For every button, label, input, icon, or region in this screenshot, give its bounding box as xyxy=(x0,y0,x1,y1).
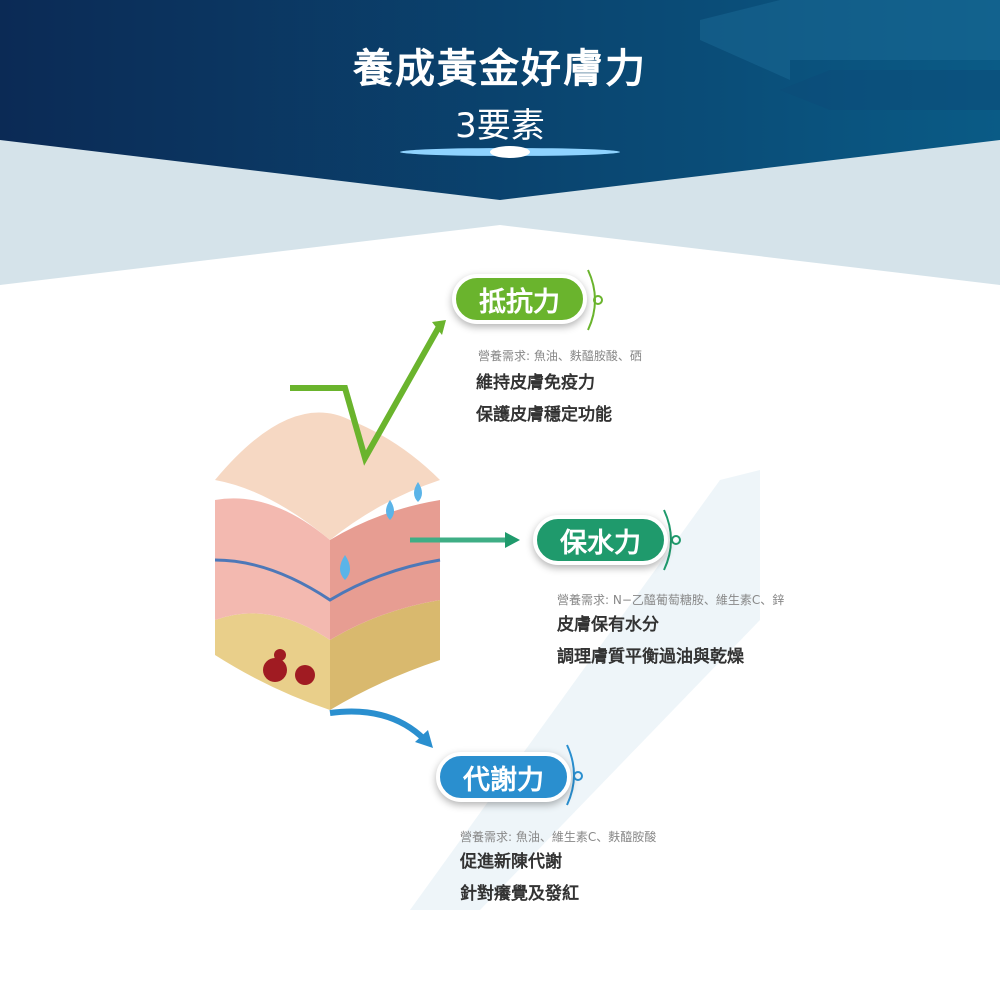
desc-resistance: 維持皮膚免疫力保護皮膚穩定功能 xyxy=(476,367,612,431)
needs-resistance: 營養需求: 魚油、麩醯胺酸、硒 xyxy=(478,349,642,363)
needs-metabolism: 營養需求: 魚油、維生素C、麩醯胺酸 xyxy=(460,830,657,844)
badge-hydration: 保水力 xyxy=(533,515,668,565)
skin-layers-icon xyxy=(214,412,441,710)
page-subtitle: 3要素 xyxy=(455,106,545,146)
curve-arrow-icon xyxy=(329,708,428,743)
page-title: 養成黃金好膚力 xyxy=(353,46,647,92)
desc-line: 皮膚保有水分 xyxy=(557,615,659,635)
badge-resistance: 抵抗力 xyxy=(452,274,587,324)
desc-line: 調理膚質平衡過油與乾燥 xyxy=(557,647,744,667)
badge-metabolism: 代謝力 xyxy=(436,752,571,802)
needs-hydration: 營養需求: N−乙醯葡萄糖胺、維生素C、鋅 xyxy=(557,593,785,607)
desc-line: 針對癢覺及發紅 xyxy=(460,884,579,904)
check-arrow-icon xyxy=(290,323,443,466)
desc-line: 促進新陳代謝 xyxy=(460,852,562,872)
desc-line: 保護皮膚穩定功能 xyxy=(476,405,612,425)
desc-hydration: 皮膚保有水分調理膚質平衡過油與乾燥 xyxy=(557,609,744,673)
desc-line: 維持皮膚免疫力 xyxy=(476,373,595,393)
desc-metabolism: 促進新陳代謝針對癢覺及發紅 xyxy=(460,846,579,910)
